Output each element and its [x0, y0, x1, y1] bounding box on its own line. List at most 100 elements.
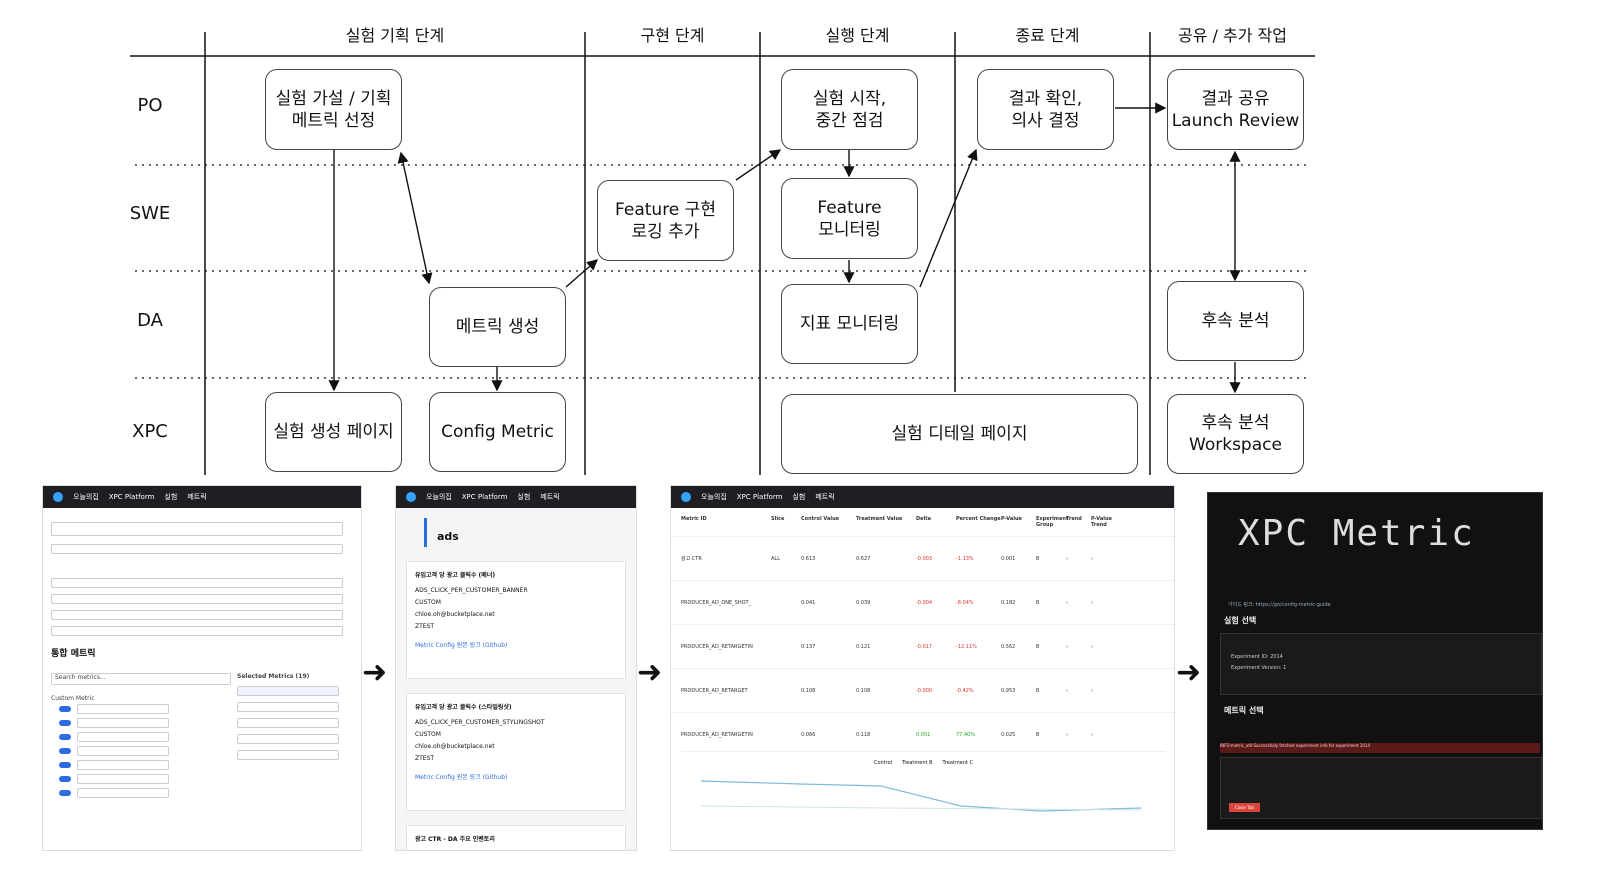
- toggle-icon[interactable]: [59, 706, 71, 712]
- chevron-right-icon[interactable]: ›: [1091, 599, 1093, 606]
- chevron-right-icon[interactable]: ›: [1091, 555, 1093, 562]
- screenshot-exp-create: 오늘의집 XPC Platform 실험 메트릭 통합 메트릭 Search m…: [42, 485, 362, 851]
- chevron-right-icon[interactable]: ›: [1091, 687, 1093, 694]
- chevron-right-icon[interactable]: ›: [1066, 687, 1068, 694]
- metric-tree: Search metrics... Custom Metric: [51, 673, 231, 800]
- exp-widget: Experiment ID: 2014 Experiment Version: …: [1220, 633, 1542, 695]
- group-c-input[interactable]: [51, 610, 343, 620]
- lane-po: PO: [137, 95, 163, 116]
- github-link[interactable]: Metric Config 원본 링크 (Github): [415, 774, 508, 781]
- nav-exp[interactable]: 실험: [517, 493, 531, 501]
- select-metric-title: 메트릭 선택: [1224, 706, 1264, 715]
- github-link[interactable]: Metric Config 원본 링크 (Github): [415, 642, 508, 649]
- box-start-check: 실험 시작, 중간 점검: [781, 69, 918, 150]
- box-feature-impl: Feature 구현 로깅 추가: [597, 180, 734, 261]
- toggle-icon[interactable]: [59, 790, 71, 796]
- metric-widget: Close Tab: [1220, 757, 1542, 819]
- phase-sharing: 공유 / 추가 작업: [1178, 26, 1287, 45]
- nav-metric[interactable]: 메트릭: [187, 493, 207, 501]
- lane-da: DA: [137, 310, 163, 331]
- lane-xpc: XPC: [132, 421, 168, 442]
- metric-card: 광고 CTR - DA 주요 인벤토리: [406, 825, 626, 850]
- box-metric-create: 메트릭 생성: [429, 287, 566, 367]
- nav-metric[interactable]: 메트릭: [815, 493, 835, 501]
- phase-execution: 실행 단계: [825, 26, 890, 45]
- box-share: 결과 공유 Launch Review: [1167, 69, 1304, 150]
- box-exp-create-page: 실험 생성 페이지: [265, 392, 402, 472]
- arrow-right-icon: ➜: [362, 655, 388, 690]
- metric-card: 유입고객 당 광고 클릭수 (스타일링샷) ADS_CLICK_PER_CUST…: [406, 693, 626, 811]
- chevron-right-icon[interactable]: ›: [1066, 599, 1068, 606]
- category-header: ads: [424, 518, 636, 547]
- box-followup-workspace: 후속 분석 Workspace: [1167, 394, 1304, 474]
- search-input[interactable]: Search metrics...: [51, 673, 231, 685]
- section-title: 통합 메트릭: [51, 649, 96, 659]
- topbar: 오늘의집 XPC Platform 실험 메트릭: [671, 486, 1174, 508]
- box-hypothesis: 실험 가설 / 기획 메트릭 선정: [265, 69, 402, 150]
- toggle-icon[interactable]: [59, 762, 71, 768]
- chevron-right-icon[interactable]: ›: [1066, 643, 1068, 650]
- selected-title: Selected Metrics (19): [237, 673, 310, 680]
- box-result-decision: 결과 확인, 의사 결정: [977, 69, 1114, 150]
- brand: 오늘의집: [73, 493, 99, 501]
- success-log: INFO:metric_util:Successfully fetched ex…: [1220, 743, 1540, 753]
- chevron-right-icon[interactable]: ›: [1091, 731, 1093, 738]
- topbar: 오늘의집 XPC Platform 실험 메트릭: [43, 486, 361, 508]
- nav-exp[interactable]: 실험: [164, 493, 178, 501]
- nav-exp[interactable]: 실험: [792, 493, 806, 501]
- metric-panels: Search metrics... Custom Metric Selected…: [51, 673, 353, 800]
- close-tab-button[interactable]: Close Tab: [1229, 803, 1260, 812]
- box-exp-detail-page: 실험 디테일 페이지: [781, 394, 1138, 474]
- arrow-right-icon: ➜: [1176, 655, 1202, 690]
- target-key-input[interactable]: [51, 522, 343, 536]
- selected-panel: Selected Metrics (19): [237, 673, 347, 800]
- guide-link[interactable]: 가이드 링크: https://go/config-metric-guide: [1228, 602, 1331, 608]
- chevron-right-icon[interactable]: ›: [1066, 731, 1068, 738]
- screenshot-config-metric: 오늘의집 XPC Platform 실험 메트릭 ads 유입고객 당 광고 클…: [395, 485, 637, 851]
- toggle-icon[interactable]: [59, 776, 71, 782]
- box-kpi-monitor: 지표 모니터링: [781, 284, 918, 364]
- chevron-right-icon[interactable]: ›: [1091, 643, 1093, 650]
- exp-id-input[interactable]: 2014: [1270, 654, 1283, 660]
- select-exp-title: 실험 선택: [1224, 616, 1257, 625]
- box-feature-monitor: Feature 모니터링: [781, 178, 918, 259]
- box-followup: 후속 분석: [1167, 281, 1304, 361]
- lane-swe: SWE: [129, 203, 171, 224]
- chevron-right-icon[interactable]: ›: [1066, 555, 1068, 562]
- process-diagram: 실험 기획 단계 구현 단계 실행 단계 종료 단계 공유 / 추가 작업 PO…: [129, 26, 1315, 475]
- diagram-lines: [130, 32, 1315, 475]
- topbar: 오늘의집 XPC Platform 실험 메트릭: [396, 486, 636, 508]
- platform-row[interactable]: [51, 544, 343, 554]
- exp-version-input[interactable]: 1: [1283, 665, 1287, 671]
- group-b-input[interactable]: [51, 594, 343, 604]
- brand-logo-icon: [406, 492, 416, 502]
- platform: XPC Platform: [108, 493, 155, 501]
- custom-metric-group[interactable]: Custom Metric: [51, 695, 95, 702]
- group-a-input[interactable]: [51, 578, 343, 588]
- toggle-icon[interactable]: [59, 720, 71, 726]
- toggle-icon[interactable]: [59, 734, 71, 740]
- metric-card: 유입고객 당 광고 클릭수 (배너) ADS_CLICK_PER_CUSTOME…: [406, 561, 626, 679]
- arrow-right-icon: ➜: [637, 655, 663, 690]
- group-d-input[interactable]: [51, 626, 343, 636]
- toggle-icon[interactable]: [59, 748, 71, 754]
- nav-metric[interactable]: 메트릭: [540, 493, 560, 501]
- phase-closing: 종료 단계: [1015, 26, 1080, 45]
- phase-planning: 실험 기획 단계: [345, 26, 445, 45]
- workspace-title: XPC Metric: [1238, 513, 1475, 554]
- form-area: 통합 메트릭 Search metrics... Custom Metric S…: [43, 508, 361, 806]
- screenshot-workspace: XPC Metric 가이드 링크: https://go/config-met…: [1207, 492, 1543, 830]
- brand-logo-icon: [681, 492, 691, 502]
- trend-lines: [700, 780, 1142, 812]
- phase-implementation: 구현 단계: [640, 26, 705, 45]
